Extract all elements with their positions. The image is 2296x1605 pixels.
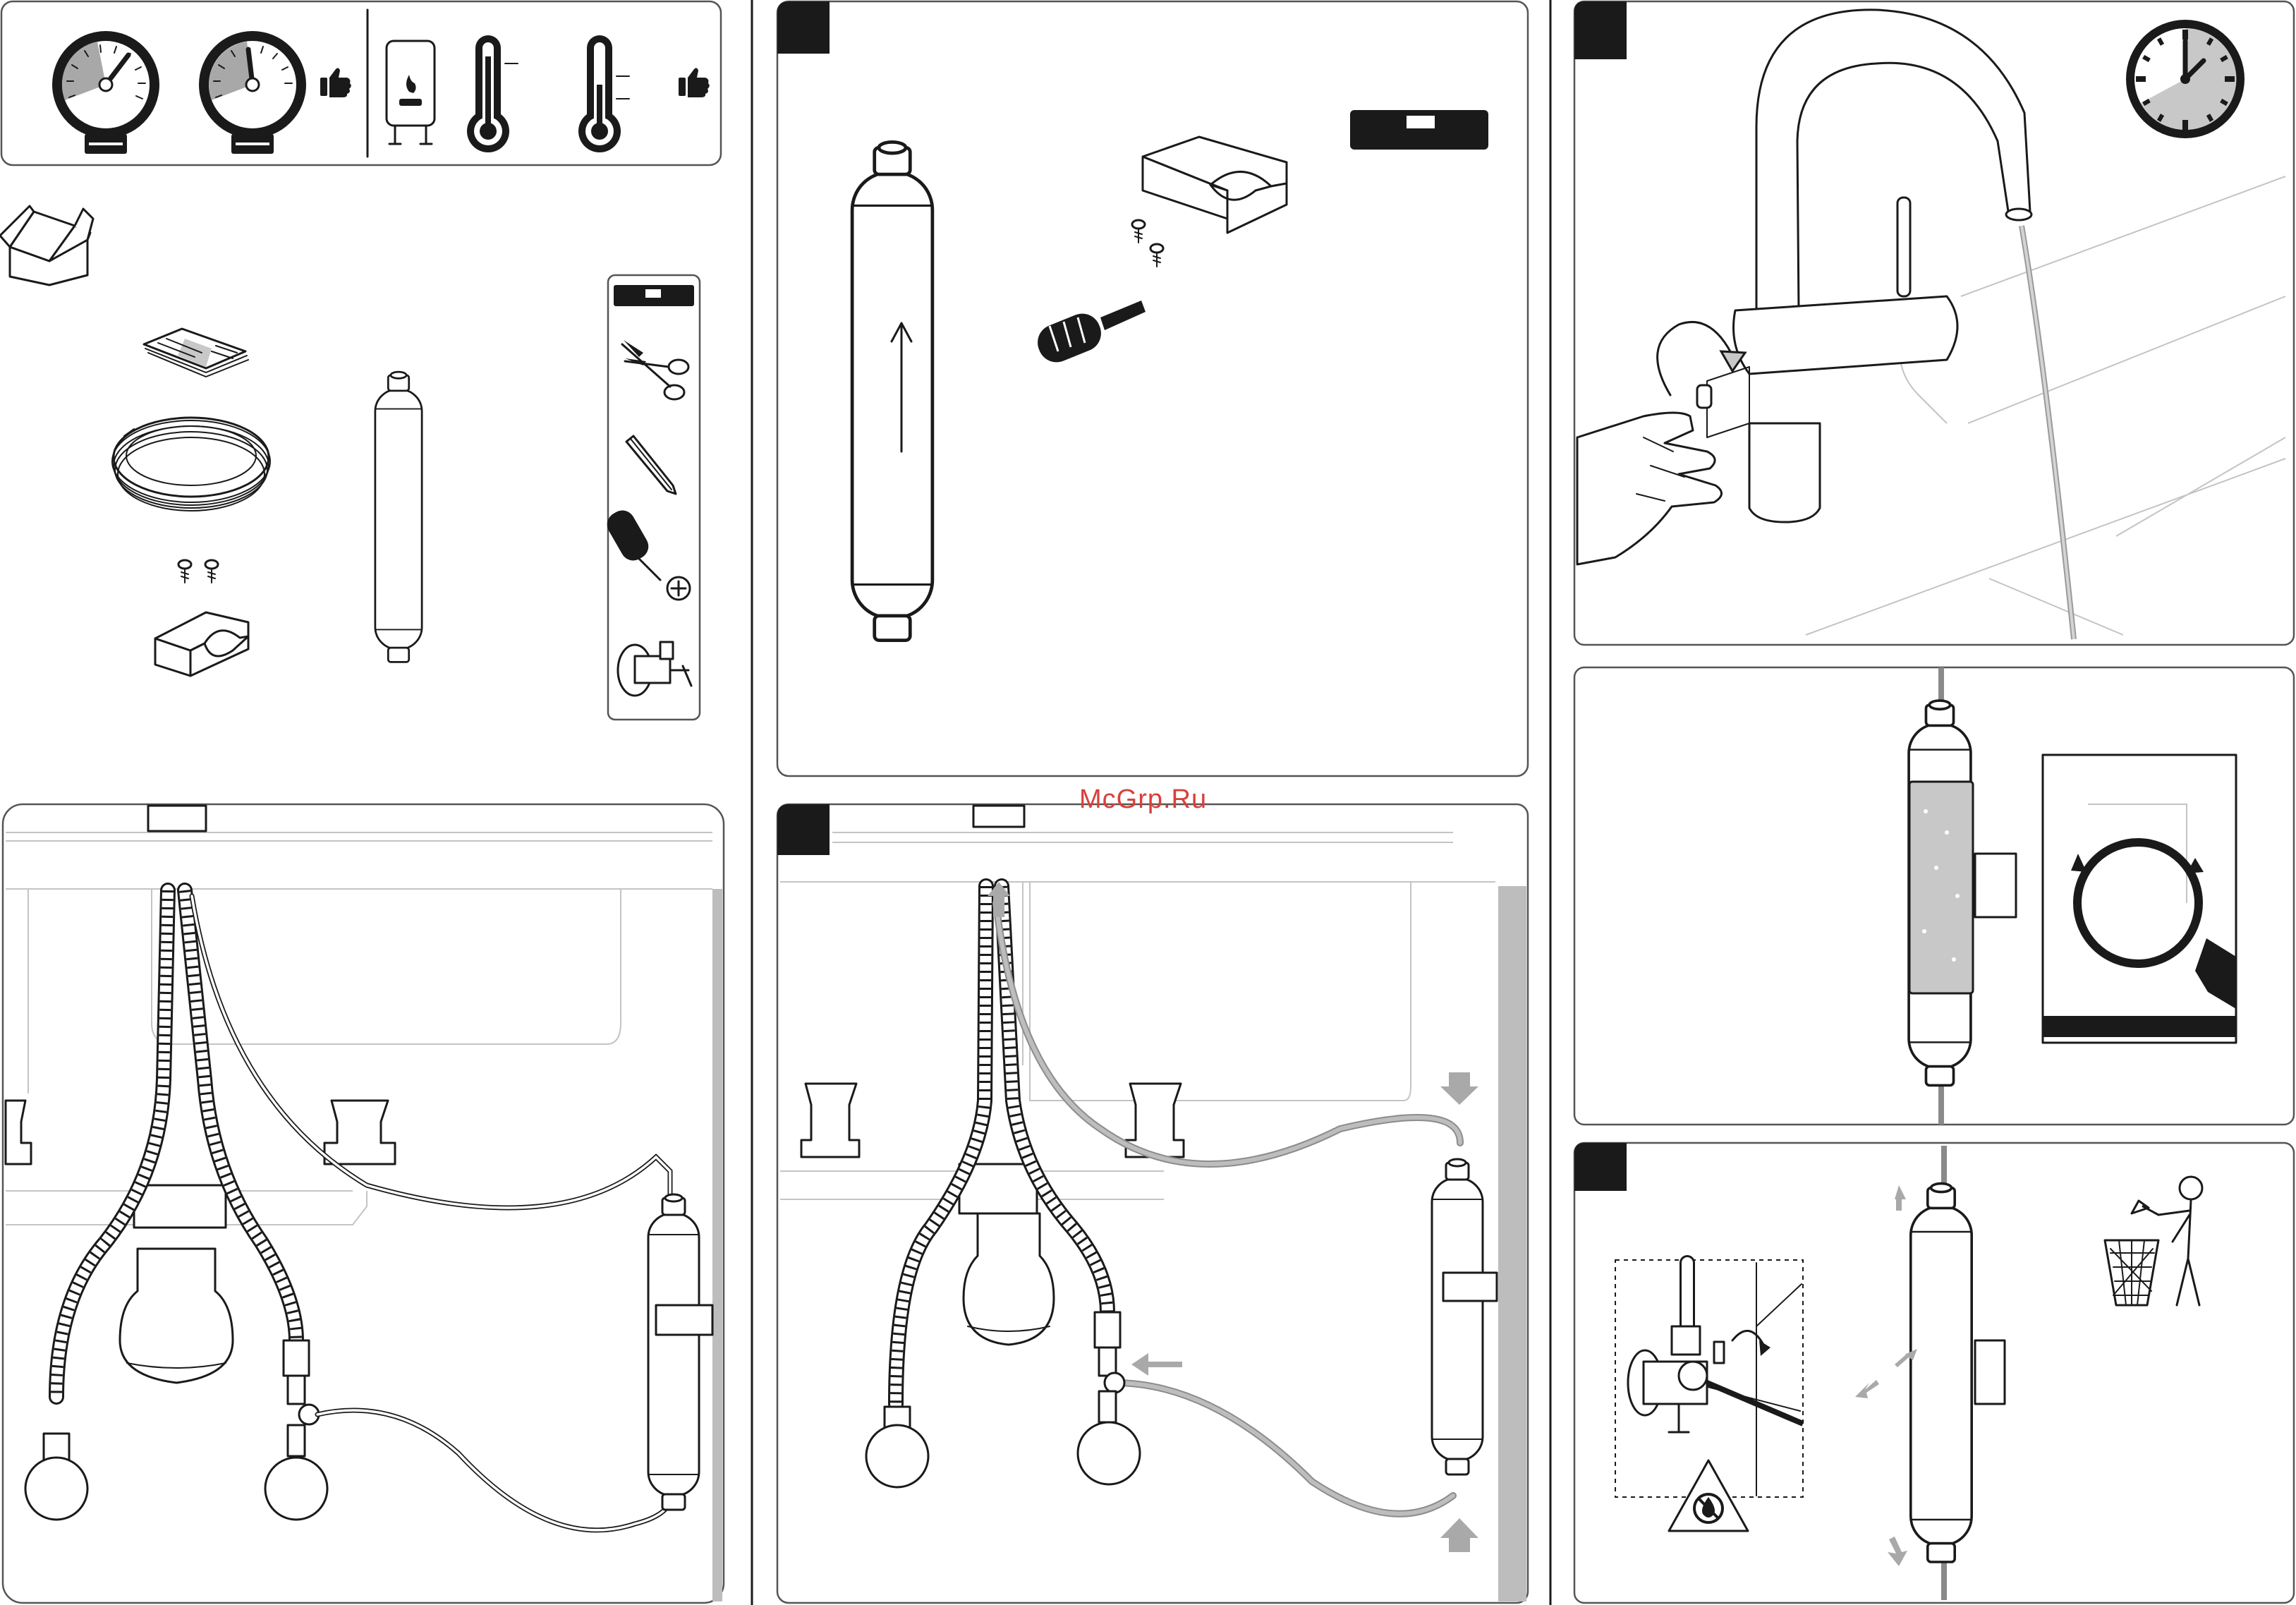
package-contents	[0, 206, 422, 676]
filter-cartridge-icon	[1432, 1159, 1483, 1474]
clock-icon	[2126, 20, 2245, 138]
step-mount-bracket	[777, 1, 1528, 776]
tubing-coil-icon	[112, 418, 270, 511]
filter-cartridge-icon	[1911, 1184, 1972, 1562]
step-connect-flow	[777, 804, 1528, 1603]
box-icon	[0, 206, 93, 285]
spirit-level-icon	[614, 285, 694, 306]
screw-icon	[178, 560, 191, 583]
magnifier-icon	[2043, 755, 2236, 1043]
step-check-date	[1574, 667, 2294, 1125]
filter-cartridge-icon	[648, 1194, 699, 1510]
screw-icon	[205, 560, 218, 583]
step-replace-filter	[1574, 1143, 2294, 1603]
manual-icon	[144, 329, 248, 377]
phillips-bit-icon	[667, 577, 690, 600]
step-install-overview	[3, 804, 724, 1603]
watermark-text: McGrp.Ru	[1079, 785, 1207, 815]
step-flush-tap	[1574, 1, 2294, 645]
filter-cartridge-icon	[375, 372, 422, 662]
spirit-level-icon	[1350, 110, 1488, 150]
tools-panel	[602, 275, 700, 720]
mounting-clip-icon	[155, 612, 248, 676]
filter-cartridge-icon	[852, 142, 933, 640]
requirements-panel	[1, 1, 721, 165]
